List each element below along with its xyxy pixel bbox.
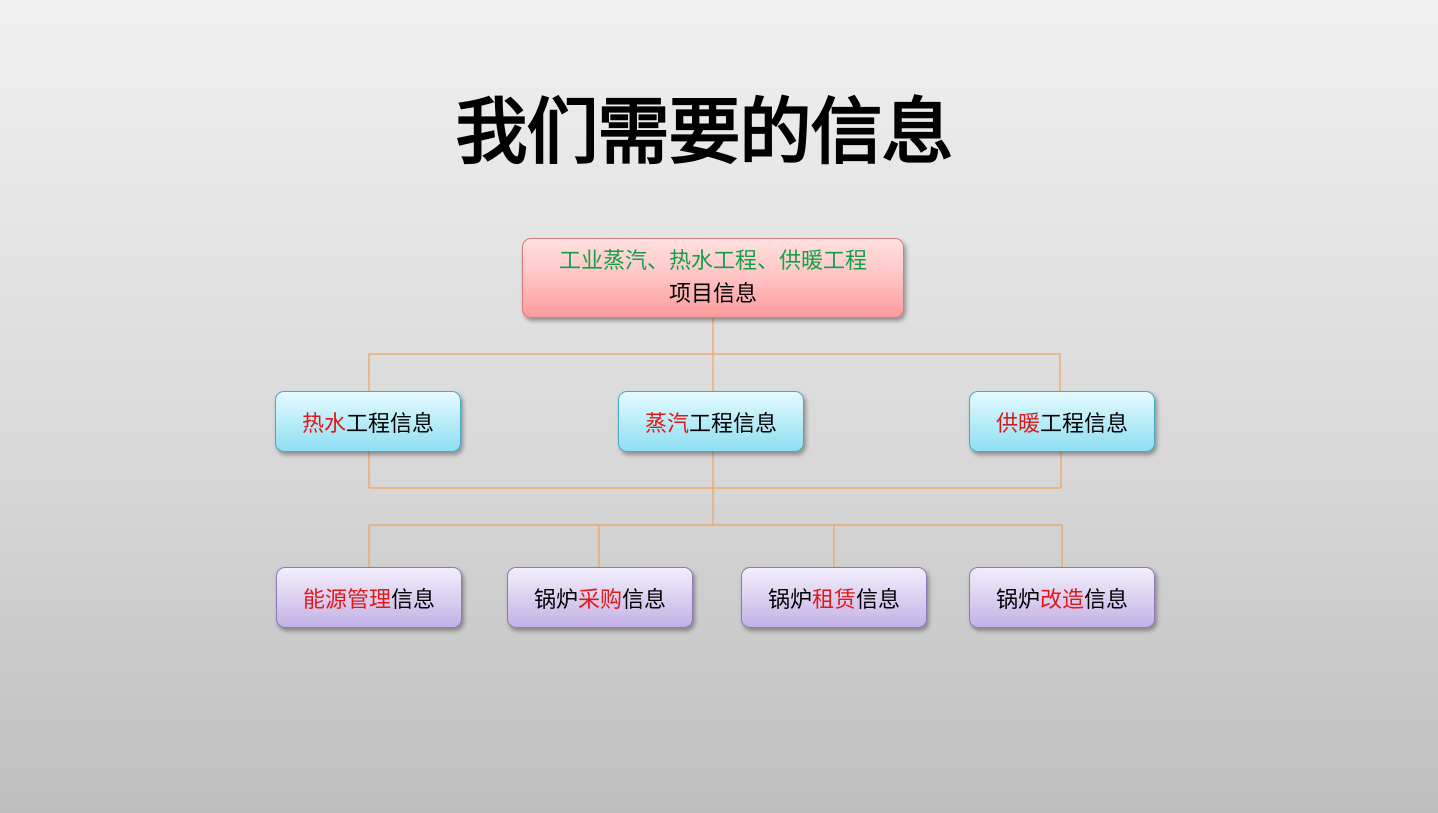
node-label-pre: 锅炉 [767, 587, 812, 613]
node-label-pre: 锅炉 [533, 587, 578, 613]
root-node-subtitle: 项目信息 [668, 282, 757, 307]
node-label-highlight: 供暖 [995, 411, 1040, 437]
node-label: 蒸汽工程信息 [645, 406, 777, 438]
node-boiler-lease[interactable]: 锅炉租赁信息 [741, 567, 927, 628]
node-label: 热水工程信息 [302, 406, 434, 438]
root-node[interactable]: 工业蒸汽、热水工程、供暖工程 项目信息 [522, 238, 904, 318]
node-label: 锅炉租赁信息 [768, 582, 900, 614]
node-label-highlight: 采购 [577, 587, 622, 613]
node-energy-management[interactable]: 能源管理信息 [276, 567, 462, 628]
node-label-post: 信息 [856, 587, 901, 613]
node-label: 锅炉采购信息 [534, 582, 666, 614]
node-hot-water[interactable]: 热水工程信息 [275, 391, 461, 452]
node-label-highlight: 能源管理 [302, 587, 391, 613]
node-heating[interactable]: 供暖工程信息 [969, 391, 1155, 452]
node-boiler-purchase[interactable]: 锅炉采购信息 [507, 567, 693, 628]
node-boiler-retrofit[interactable]: 锅炉改造信息 [969, 567, 1155, 628]
node-label-rest: 工程信息 [346, 411, 435, 437]
node-label-post: 信息 [1084, 587, 1129, 613]
node-label: 锅炉改造信息 [996, 582, 1128, 614]
node-label-rest: 工程信息 [1040, 411, 1129, 437]
node-label-highlight: 租赁 [811, 587, 856, 613]
node-label-highlight: 热水 [301, 411, 346, 437]
node-label-highlight: 改造 [1039, 587, 1084, 613]
page-title: 我们需要的信息 [455, 90, 953, 174]
root-node-title: 工业蒸汽、热水工程、供暖工程 [558, 249, 867, 274]
node-label-post: 信息 [622, 587, 667, 613]
node-label: 供暖工程信息 [996, 406, 1128, 438]
node-label: 能源管理信息 [303, 582, 435, 614]
node-label-pre: 锅炉 [995, 587, 1040, 613]
node-steam[interactable]: 蒸汽工程信息 [618, 391, 804, 452]
node-label-rest: 工程信息 [689, 411, 778, 437]
node-label-post: 信息 [391, 587, 436, 613]
node-label-highlight: 蒸汽 [644, 411, 689, 437]
